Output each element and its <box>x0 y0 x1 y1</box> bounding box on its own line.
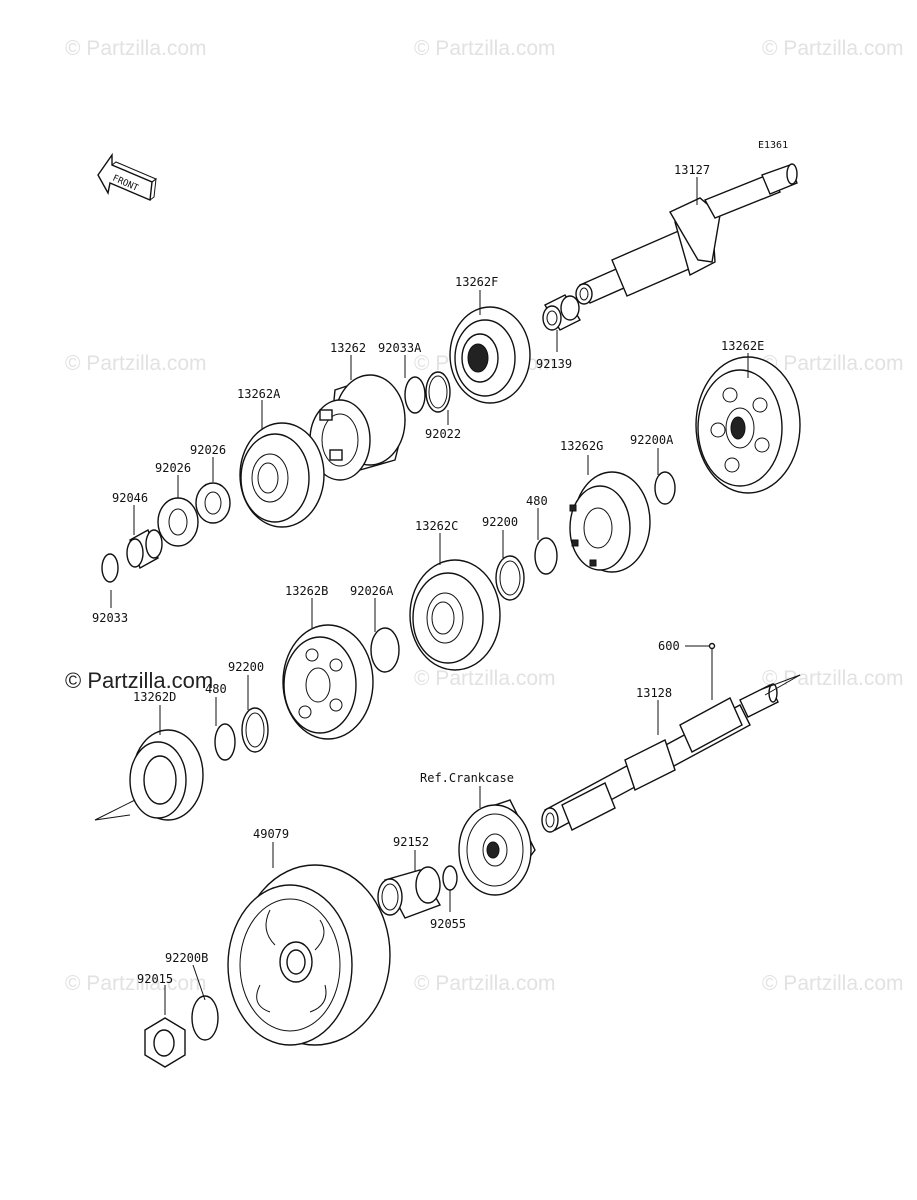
ring-92200A <box>654 471 676 505</box>
callout-92152: 92152 <box>393 835 429 849</box>
callout-92022: 92022 <box>425 427 461 441</box>
callout-92200-lower: 92200 <box>228 660 264 674</box>
ring-92033 <box>101 553 119 583</box>
callout-480-upper: 480 <box>526 494 548 508</box>
rings-92022-92033A <box>404 371 451 414</box>
watermark: © Partzilla.com <box>414 37 556 60</box>
callout-13262B: 13262B <box>285 584 328 598</box>
washer-92200B <box>191 995 219 1041</box>
gear-13262D <box>129 729 204 821</box>
watermark: © Partzilla.com <box>65 972 207 995</box>
callout-13262G: 13262G <box>560 439 603 453</box>
callout-13262E: 13262E <box>721 339 764 353</box>
ball-bearing <box>458 799 536 896</box>
collar-92152 <box>377 866 442 919</box>
callout-92200A: 92200A <box>630 433 674 447</box>
washers-92026 <box>157 482 231 547</box>
callout-92033: 92033 <box>92 611 128 625</box>
callout-92200-upper: 92200 <box>482 515 518 529</box>
watermark: © Partzilla.com <box>762 667 904 690</box>
gear-13262 <box>309 374 406 481</box>
callout-92055: 92055 <box>430 917 466 931</box>
watermark: © Partzilla.com <box>762 972 904 995</box>
callout-13127: 13127 <box>674 163 710 177</box>
callout-13262F: 13262F <box>455 275 498 289</box>
callout-600: 600 <box>658 639 680 653</box>
watermark: © Partzilla.com <box>65 37 207 60</box>
watermark-main: © Partzilla.com <box>65 668 213 693</box>
callout-92139: 92139 <box>536 357 572 371</box>
nut-92015 <box>144 1017 186 1068</box>
washer-92026A <box>370 627 400 673</box>
watermark: © Partzilla.com <box>762 352 904 375</box>
callout-92200B: 92200B <box>165 951 208 965</box>
sprocket-49079 <box>227 864 391 1046</box>
gear-13262F <box>449 306 531 404</box>
diagram-code: E1361 <box>758 140 788 151</box>
oring-92055 <box>442 865 458 891</box>
callout-92046: 92046 <box>112 491 148 505</box>
callout-ref-crankcase: Ref.Crankcase <box>420 771 514 785</box>
output-shaft <box>575 163 798 305</box>
gear-13262C <box>409 559 501 671</box>
callout-92033A: 92033A <box>378 341 422 355</box>
bearing-92046 <box>126 528 163 570</box>
gear-13262E <box>695 356 801 494</box>
bushing-92139 <box>542 294 581 331</box>
callout-13262D: 13262D <box>133 690 176 704</box>
leader-lines <box>94 177 801 1015</box>
circlip-480-and-washer-92200 <box>495 537 558 601</box>
watermarks: © Partzilla.com © Partzilla.com © Partzi… <box>65 37 904 995</box>
front-arrow-icon: FRONT <box>97 152 157 202</box>
callout-49079: 49079 <box>253 827 289 841</box>
watermark: © Partzilla.com <box>414 667 556 690</box>
drive-shaft-13128 <box>541 683 779 833</box>
washer-92200-and-circlip-480 <box>214 707 269 761</box>
callout-92026-lower: 92026 <box>155 461 191 475</box>
watermark: © Partzilla.com <box>65 352 207 375</box>
callout-13262C: 13262C <box>415 519 458 533</box>
callout-480-lower: 480 <box>205 682 227 696</box>
callout-92015: 92015 <box>137 972 173 986</box>
gear-13262A <box>239 422 325 528</box>
callout-13128: 13128 <box>636 686 672 700</box>
callouts: 13127 13262F 13262 92033A 13262A 92026 9… <box>92 163 764 986</box>
callout-13262A: 13262A <box>237 387 281 401</box>
callout-92026-upper: 92026 <box>190 443 226 457</box>
callout-92026A: 92026A <box>350 584 394 598</box>
gear-13262G <box>569 471 651 573</box>
watermark: © Partzilla.com <box>414 972 556 995</box>
gear-13262B <box>282 624 374 740</box>
watermark: © Partzilla.com <box>762 37 904 60</box>
callout-13262: 13262 <box>330 341 366 355</box>
